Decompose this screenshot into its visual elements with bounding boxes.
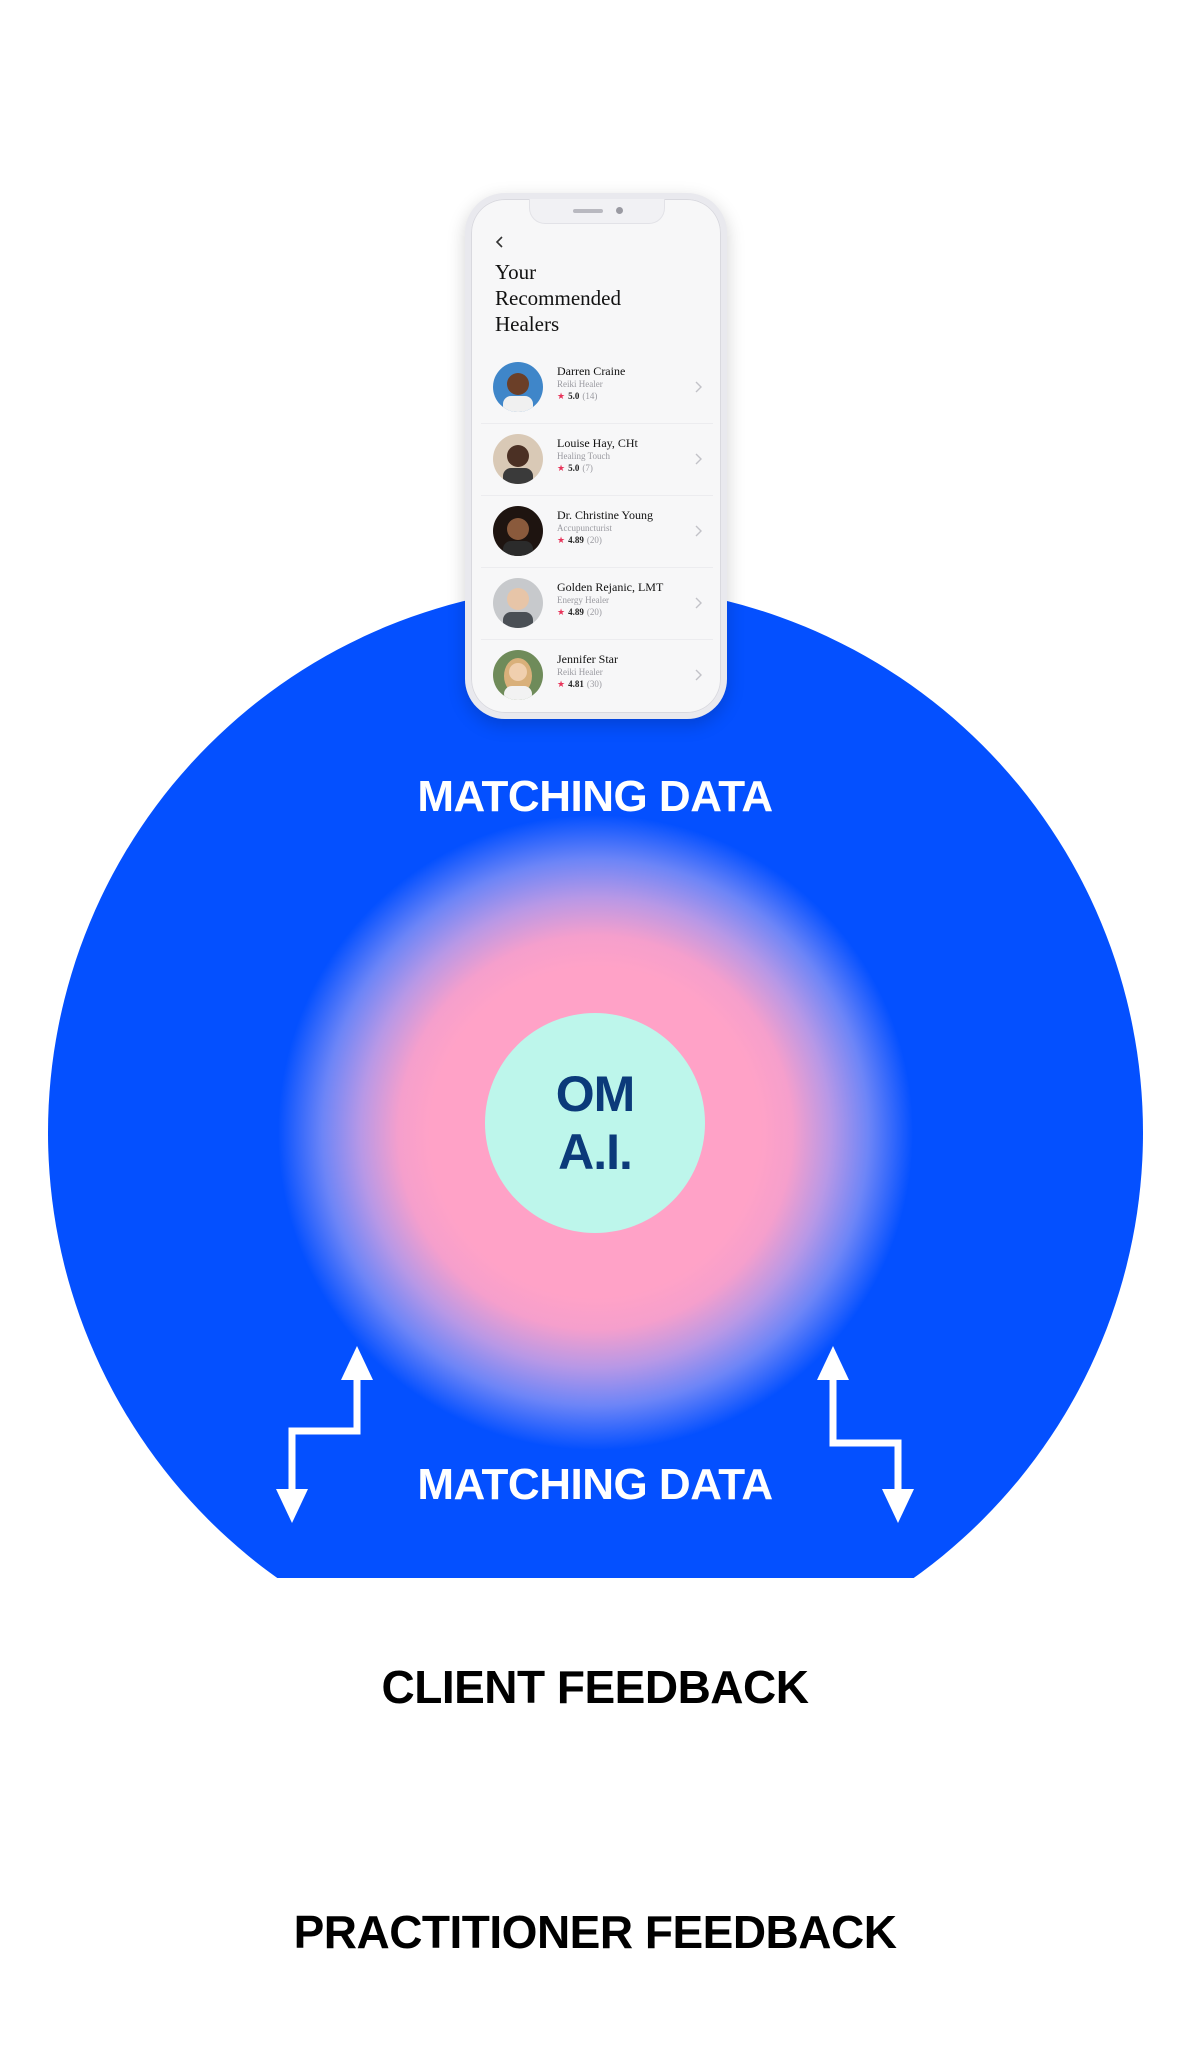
camera-icon [616, 207, 623, 214]
chevron-right-icon [695, 669, 702, 681]
chevron-right-icon [695, 525, 702, 537]
chevron-right-icon [695, 381, 702, 393]
healer-rating: ★5.0(14) [557, 391, 598, 401]
healer-row[interactable]: Golden Rejanic, LMT Energy Healer ★4.89(… [481, 568, 713, 640]
speaker-icon [573, 209, 603, 213]
star-icon: ★ [557, 463, 566, 473]
star-icon: ★ [557, 679, 566, 689]
core-label-line1: OM [555, 1066, 636, 1122]
phone-mockup: Your Recommended Healers Darren Craine R… [465, 193, 727, 719]
avatar [493, 362, 543, 412]
star-icon: ★ [557, 607, 566, 617]
chevron-right-icon [695, 597, 702, 609]
matching-data-label-bottom: MATCHING DATA [417, 1460, 773, 1509]
healer-rating: ★5.0(7) [557, 463, 593, 473]
healer-name: Dr. Christine Young [557, 508, 654, 522]
practitioner-feedback-label: PRACTITIONER FEEDBACK [293, 1906, 897, 1958]
healer-row[interactable]: Louise Hay, CHt Healing Touch ★5.0(7) [481, 424, 713, 496]
left-arrow-up-head [341, 1346, 373, 1380]
avatar [493, 434, 543, 484]
healer-list: Darren Craine Reiki Healer ★5.0(14) Loui… [481, 352, 713, 711]
right-arrow-down-head [882, 1489, 914, 1523]
healer-row[interactable]: Dr. Christine Young Accupuncturist ★4.89… [481, 496, 713, 568]
healer-rating: ★4.89(20) [557, 535, 602, 545]
healer-role: Healing Touch [557, 451, 610, 461]
avatar [493, 506, 543, 556]
healer-row[interactable]: Darren Craine Reiki Healer ★5.0(14) [481, 352, 713, 424]
avatar [493, 650, 543, 700]
star-icon: ★ [557, 391, 566, 401]
healer-name: Golden Rejanic, LMT [557, 580, 664, 594]
screen-title: Your Recommended Healers [495, 260, 621, 336]
star-icon: ★ [557, 535, 566, 545]
healer-name: Jennifer Star [557, 652, 618, 666]
right-feedback-arrow [829, 1376, 902, 1505]
left-arrow-down-head [276, 1489, 308, 1523]
healer-role: Energy Healer [557, 595, 610, 605]
chevron-left-icon[interactable] [493, 235, 507, 249]
avatar [493, 578, 543, 628]
healer-name: Darren Craine [557, 364, 626, 378]
left-feedback-arrow [288, 1376, 361, 1505]
healer-role: Reiki Healer [557, 379, 603, 389]
healer-row[interactable]: Jennifer Star Reiki Healer ★4.81(30) [481, 640, 713, 711]
core-label-line2: A.I. [558, 1124, 633, 1180]
healer-rating: ★4.81(30) [557, 679, 602, 689]
healer-name: Louise Hay, CHt [557, 436, 638, 450]
chevron-right-icon [695, 453, 702, 465]
phone-notch [529, 199, 665, 224]
healer-role: Reiki Healer [557, 667, 603, 677]
matching-data-label-top: MATCHING DATA [417, 772, 773, 821]
background-area [0, 1578, 1190, 2050]
healer-role: Accupuncturist [557, 523, 612, 533]
client-feedback-label: CLIENT FEEDBACK [381, 1661, 809, 1713]
right-arrow-up-head [817, 1346, 849, 1380]
om-ai-core: OM A.I. [485, 1013, 705, 1233]
healer-rating: ★4.89(20) [557, 607, 602, 617]
